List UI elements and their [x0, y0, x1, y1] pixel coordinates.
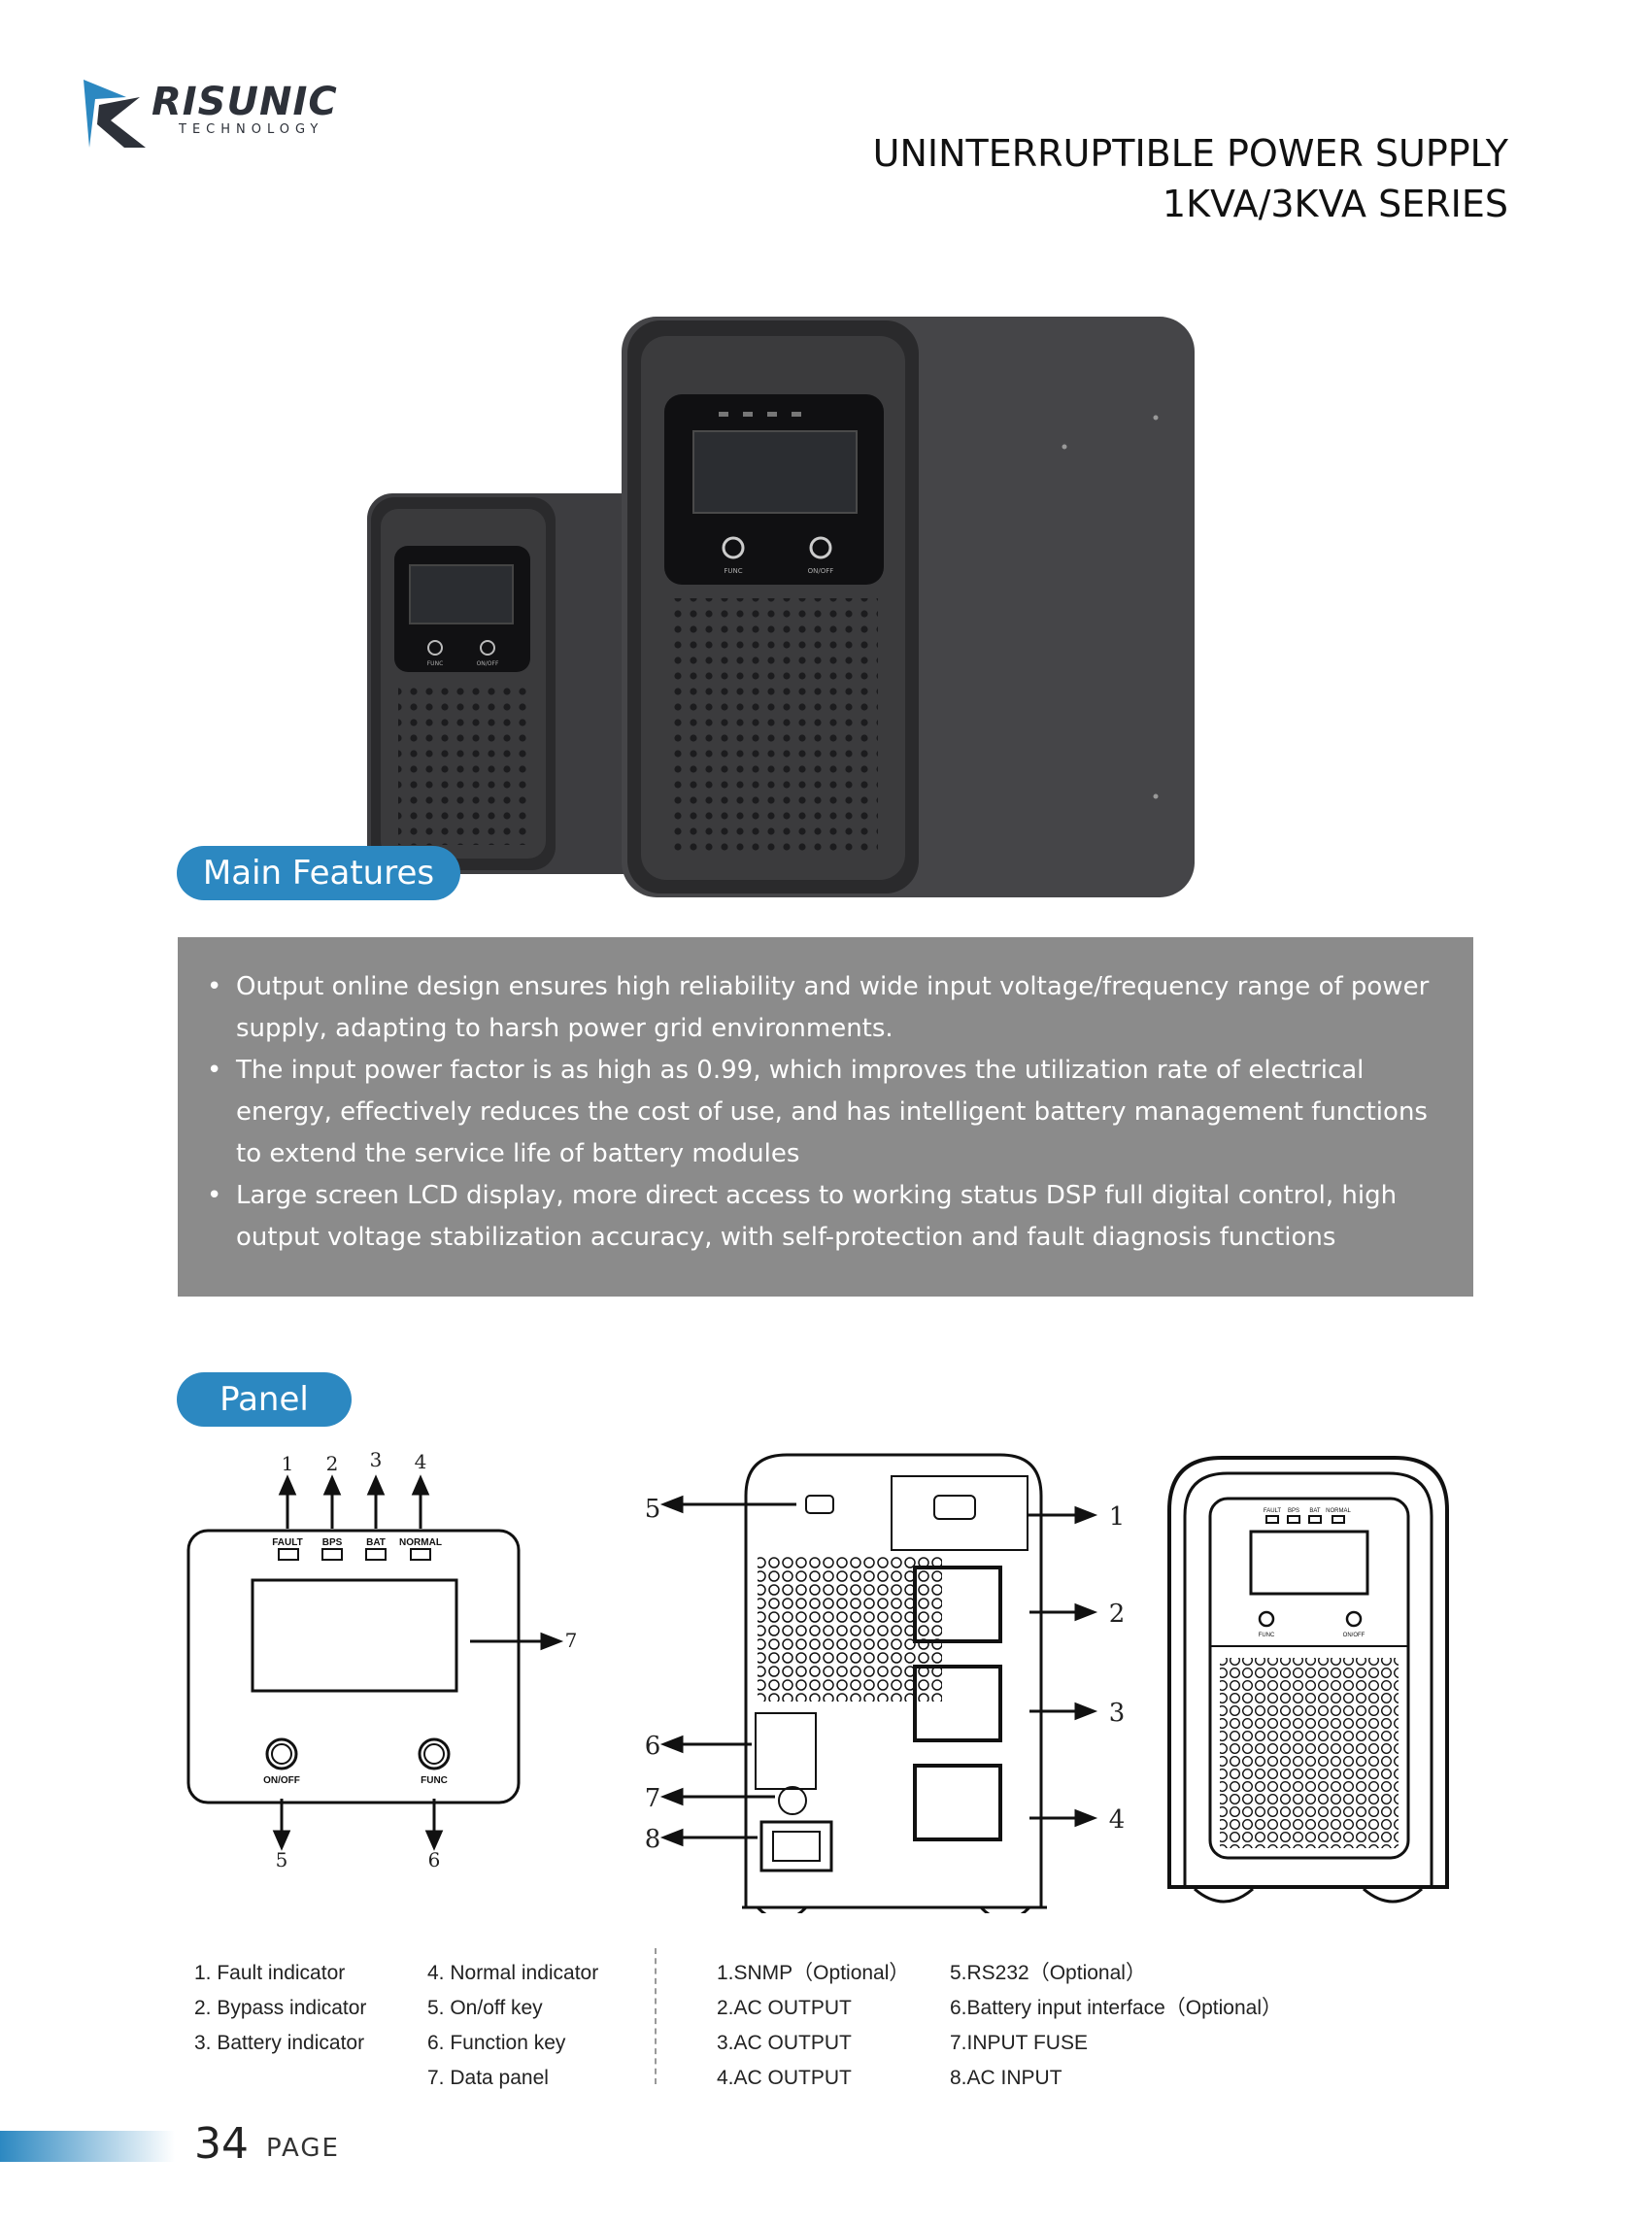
legend-item: 1. Fault indicator [194, 1962, 346, 1984]
label-1: 1 [282, 1452, 294, 1475]
func-key-icon [418, 1737, 451, 1770]
label-3: 3 [370, 1448, 383, 1471]
features-list: Output online design ensures high reliab… [207, 966, 1454, 1259]
legend-item: 6. Function key [427, 2032, 566, 2054]
indicator-bat-label: BAT [366, 1537, 386, 1548]
legend-item: 4.AC OUTPUT [717, 2067, 852, 2089]
main-features-heading: Main Features [177, 846, 460, 900]
legend-col-4: 5.RS232（Optional） 6.Battery input interf… [950, 1956, 1282, 2096]
front-view-fault-label: FAULT [1264, 1508, 1282, 1514]
rear-panel-diagram: 5 1 2 3 6 4 7 8 [645, 1453, 1126, 1913]
legend-item: 7. Data panel [427, 2067, 549, 2089]
onoff-key-label: ON/OFF [263, 1775, 300, 1786]
large-ups-unit: FUNC ON/OFF [622, 317, 1195, 897]
brand-logo: RISUNIC TECHNOLOGY [82, 78, 344, 155]
panel-heading: Panel [177, 1372, 352, 1427]
brand-subtitle: TECHNOLOGY [179, 122, 324, 137]
small-func-label: FUNC [427, 660, 444, 667]
legend-col-2: 4. Normal indicator 5. On/off key 6. Fun… [427, 1956, 598, 2096]
legend-item: 2.AC OUTPUT [717, 1997, 852, 2019]
product-image: FUNC ON/OFF FUNC ON/OFF [367, 317, 1195, 897]
legend-item: 3. Battery indicator [194, 2032, 365, 2054]
indicator-bps-label: BPS [322, 1537, 343, 1548]
label-7: 7 [565, 1629, 578, 1652]
legend-col-1: 1. Fault indicator 2. Bypass indicator 3… [194, 1956, 366, 2061]
rear-label-5: 5 [645, 1495, 661, 1524]
label-5: 5 [276, 1848, 288, 1871]
feature-item: Output online design ensures high reliab… [207, 966, 1454, 1050]
onoff-key-icon [265, 1737, 298, 1770]
features-box: Output online design ensures high reliab… [178, 937, 1473, 1297]
front-view-func-label: FUNC [1259, 1633, 1275, 1638]
legend-item: 2. Bypass indicator [194, 1997, 367, 2019]
title-line-1: UNINTERRUPTIBLE POWER SUPPLY [872, 132, 1508, 175]
legend-divider [655, 1948, 657, 2084]
rear-label-6: 6 [645, 1732, 661, 1761]
front-view-normal-label: NORMAL [1326, 1508, 1351, 1514]
legend-item: 4. Normal indicator [427, 1962, 599, 1984]
page-label: PAGE [266, 2134, 340, 2163]
front-view-diagram: FAULT BPS BAT NORMAL FUNC ON/OFF [1167, 1456, 1449, 1904]
front-view-bat-label: BAT [1309, 1508, 1321, 1514]
legend-item: 3.AC OUTPUT [717, 2032, 852, 2054]
legend-item: 7.INPUT FUSE [950, 2032, 1088, 2054]
title-line-2: 1KVA/3KVA SERIES [1162, 183, 1508, 225]
rear-label-4: 4 [1109, 1805, 1126, 1835]
rear-label-1: 1 [1109, 1502, 1126, 1532]
label-6: 6 [428, 1848, 441, 1871]
rear-label-8: 8 [645, 1825, 661, 1854]
lcd-display [251, 1578, 458, 1693]
indicator-fault-label: FAULT [272, 1537, 302, 1548]
legend-item: 8.AC INPUT [950, 2067, 1062, 2089]
logo-mark-icon [84, 80, 146, 148]
brand-name: RISUNIC [152, 80, 338, 124]
page-number: 34 [194, 2119, 249, 2169]
small-onoff-label: ON/OFF [477, 660, 499, 667]
large-onoff-label: ON/OFF [808, 567, 834, 575]
large-func-label: FUNC [724, 567, 742, 575]
legend-item: 6.Battery input interface（Optional） [950, 1997, 1283, 2019]
feature-item: Large screen LCD display, more direct ac… [207, 1175, 1454, 1259]
rear-label-3: 3 [1109, 1699, 1126, 1728]
feature-item: The input power factor is as high as 0.9… [207, 1050, 1454, 1175]
page-title: UNINTERRUPTIBLE POWER SUPPLY 1KVA/3KVA S… [873, 128, 1508, 229]
label-4: 4 [415, 1450, 427, 1473]
legend-item: 5.RS232（Optional） [950, 1962, 1146, 1984]
indicator-normal-label: NORMAL [399, 1537, 442, 1548]
rear-label-2: 2 [1109, 1600, 1126, 1629]
rear-label-7: 7 [645, 1784, 661, 1813]
front-view-bps-label: BPS [1288, 1508, 1299, 1514]
label-2: 2 [326, 1452, 339, 1475]
func-key-label: FUNC [421, 1775, 448, 1786]
legend-col-3: 1.SNMP（Optional） 2.AC OUTPUT 3.AC OUTPUT… [717, 1956, 909, 2096]
front-panel-diagram: 1 2 3 4 5 6 7 FAULT BPS BAT NORMAL ON/OF… [186, 1448, 578, 1871]
front-view-onoff-label: ON/OFF [1343, 1633, 1365, 1638]
legend-item: 1.SNMP（Optional） [717, 1962, 910, 1984]
page-accent-bar [0, 2131, 175, 2162]
legend-item: 5. On/off key [427, 1997, 543, 2019]
